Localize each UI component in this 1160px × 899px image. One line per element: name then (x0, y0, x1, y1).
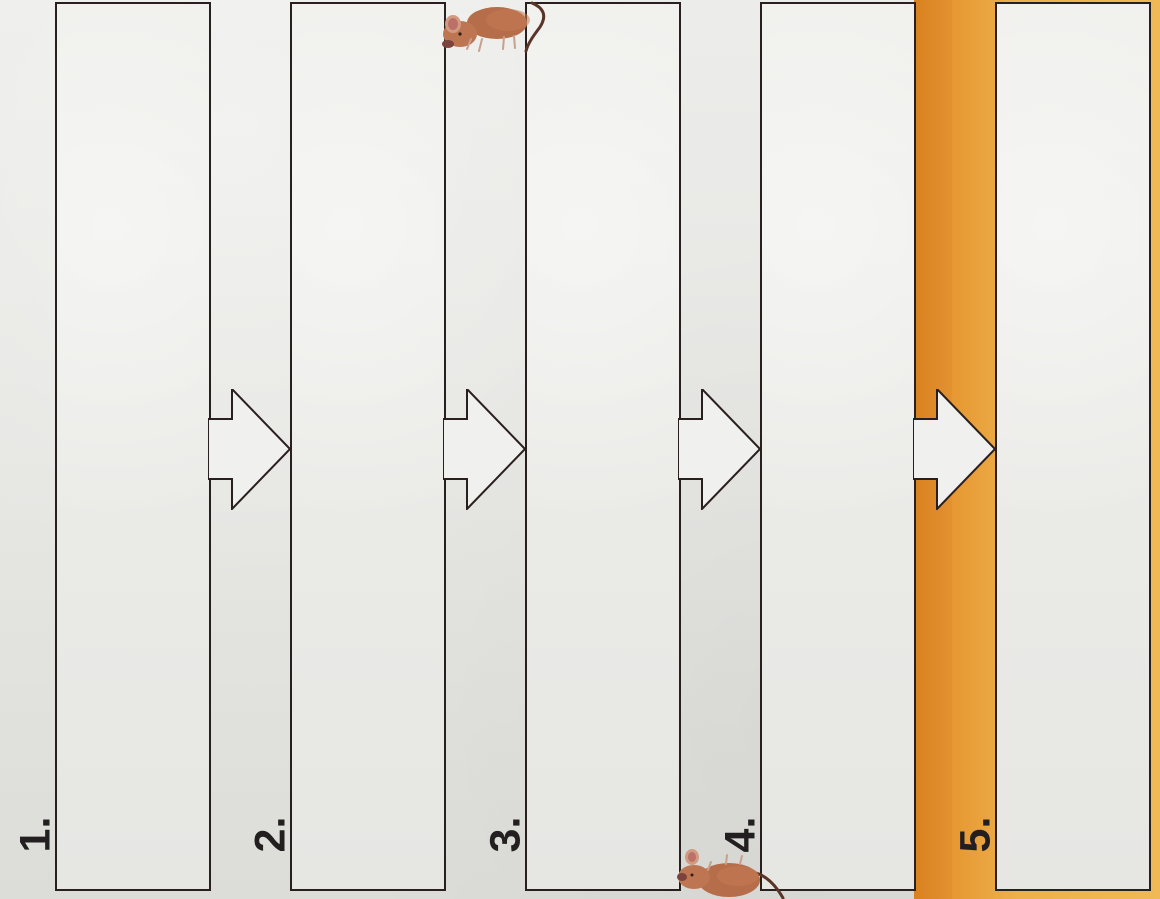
step-number-3: 3. (484, 817, 527, 853)
step-box-2[interactable] (290, 2, 446, 891)
arrow-right-icon (443, 389, 527, 510)
arrow-right-icon (208, 389, 292, 510)
step-box-3[interactable] (525, 2, 681, 891)
step-number-2: 2. (249, 817, 292, 853)
mouse-icon (436, 0, 558, 62)
arrow-right-icon (678, 389, 762, 510)
step-box-4[interactable] (760, 2, 916, 891)
mouse-icon (672, 846, 790, 899)
step-box-1[interactable] (55, 2, 211, 891)
step-box-5[interactable] (995, 2, 1151, 891)
step-number-5: 5. (954, 817, 997, 853)
step-number-1: 1. (14, 817, 57, 853)
arrow-right-icon (913, 389, 997, 510)
